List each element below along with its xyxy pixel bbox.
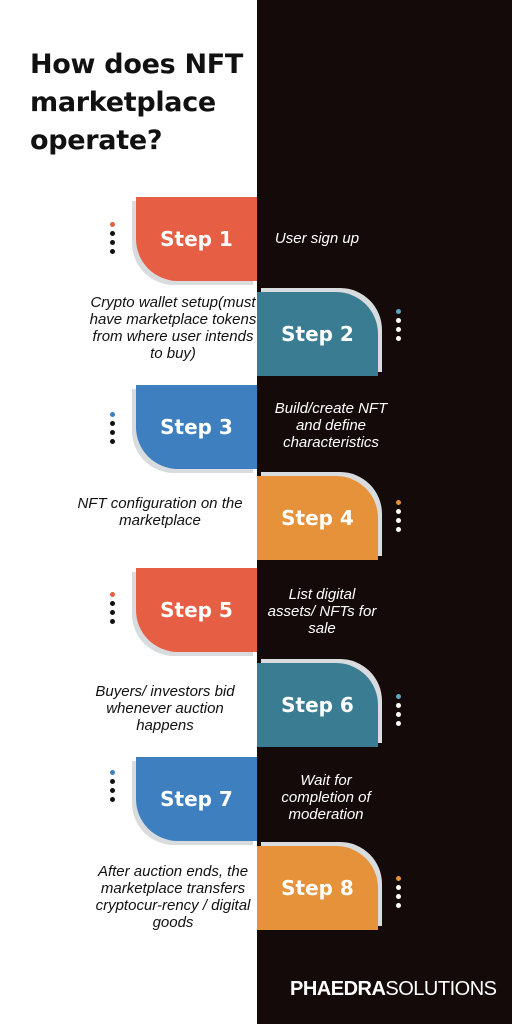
step-1-dots-icon — [110, 222, 116, 258]
step-4-badge: Step 4 — [257, 476, 378, 560]
step-2-description: Crypto wallet setup(must have marketplac… — [89, 294, 257, 362]
step-7-dots-icon — [110, 770, 116, 806]
step-1-description: User sign up — [274, 230, 360, 247]
brand-bold: PHAEDRA — [290, 978, 386, 1000]
step-7-label: Step 7 — [160, 787, 233, 811]
step-7-badge: Step 7 — [136, 757, 257, 841]
step-6-label: Step 6 — [281, 693, 354, 717]
step-5-label: Step 5 — [160, 598, 233, 622]
step-8-description: After auction ends, the marketplace tran… — [95, 863, 251, 931]
left-white-panel — [0, 0, 257, 1024]
step-8-dots-icon — [396, 876, 402, 912]
step-4-description: NFT configuration on the marketplace — [77, 495, 243, 529]
step-6-badge: Step 6 — [257, 663, 378, 747]
step-5-description: List digital assets/ NFTs for sale — [267, 586, 377, 637]
step-6-dots-icon — [396, 694, 402, 730]
step-3-dots-icon — [110, 412, 116, 448]
step-6-description: Buyers/ investors bid whenever auction h… — [95, 683, 235, 734]
step-8-badge: Step 8 — [257, 846, 378, 930]
step-3-badge: Step 3 — [136, 385, 257, 469]
step-5-badge: Step 5 — [136, 568, 257, 652]
step-2-label: Step 2 — [281, 322, 354, 346]
step-8-label: Step 8 — [281, 876, 354, 900]
step-2-dots-icon — [396, 309, 402, 345]
step-3-description: Build/create NFT and define characterist… — [274, 400, 388, 451]
step-7-description: Wait for completion of moderation — [281, 772, 371, 823]
step-5-dots-icon — [110, 592, 116, 628]
step-1-badge: Step 1 — [136, 197, 257, 281]
step-4-dots-icon — [396, 500, 402, 536]
brand-light: SOLUTIONS — [385, 978, 497, 1000]
brand-logo: PHAEDRASOLUTIONS — [290, 978, 497, 1001]
step-4-label: Step 4 — [281, 506, 354, 530]
page-title: How does NFT marketplace operate? — [30, 49, 244, 156]
step-1-label: Step 1 — [160, 227, 233, 251]
step-3-label: Step 3 — [160, 415, 233, 439]
step-2-badge: Step 2 — [257, 292, 378, 376]
